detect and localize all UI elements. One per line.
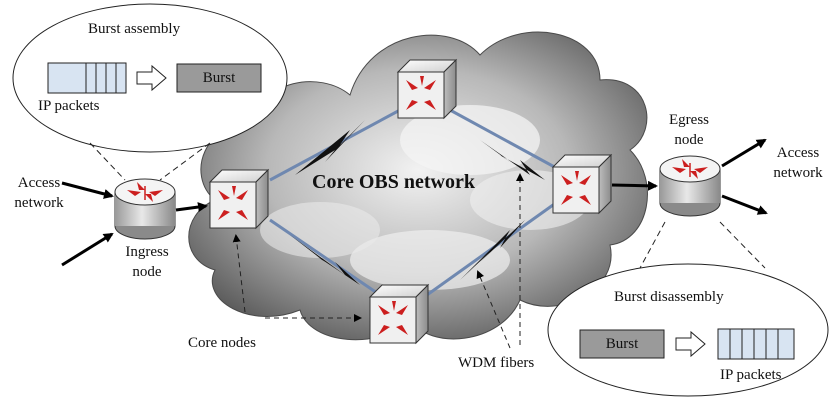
burst-box (176, 63, 262, 93)
core-node-left (208, 168, 270, 230)
fiber-link (449, 108, 561, 172)
fiber-link (269, 218, 381, 297)
core-nodes-label: Core nodes (188, 335, 256, 351)
burst-assembly-callout (12, 3, 288, 181)
callout-dashed-line (639, 221, 666, 269)
callout-dashed-line (89, 142, 126, 181)
core-cloud (188, 31, 648, 341)
burst-disassembly-title: Burst disassembly (614, 289, 724, 305)
ingress-label-line1: Ingress (125, 244, 169, 260)
packet-queue-icon (47, 62, 127, 94)
burst-disassembly-callout (547, 221, 829, 397)
arrow-in-top (61, 181, 114, 199)
arrow-out-top (721, 138, 767, 168)
burst-box-label: Burst (202, 70, 236, 86)
arrow-in-bottom (61, 232, 114, 267)
core-network-label: Core OBS network (312, 171, 475, 193)
callout-dashed-line (159, 142, 211, 181)
lightning-bolts (290, 120, 545, 285)
hollow-arrow-icon (136, 64, 167, 92)
ip-packets-label: IP packets (720, 367, 782, 383)
arrow-ingress-core (175, 202, 208, 213)
lightning-icon (460, 220, 525, 280)
egress-label-line1: Egress (669, 112, 709, 128)
ingress-router (114, 178, 176, 240)
traffic-arrows (61, 138, 768, 267)
core-nodes-pointer (232, 234, 246, 313)
access-network-left-line2: network (14, 195, 64, 211)
ingress-label-line2: node (132, 264, 162, 280)
access-network-left-line1: Access (17, 175, 61, 191)
wdm-fibers-label: WDM fibers (458, 355, 535, 371)
hollow-arrow-icon (675, 330, 706, 358)
access-network-right-line1: Access (776, 145, 820, 161)
lightning-icon (295, 120, 365, 175)
access-network-right-line2: network (773, 165, 823, 181)
arrow-core-egress (611, 180, 658, 191)
arrow-out-bottom (721, 194, 768, 215)
callout-dashed-line (719, 221, 766, 269)
burst-box-label: Burst (605, 336, 639, 352)
egress-router (659, 155, 721, 217)
burst-assembly-title: Burst assembly (88, 21, 181, 37)
core-node-bottom (368, 283, 430, 345)
core-node-right (551, 153, 613, 215)
egress-label-line2: node (674, 132, 704, 148)
lightning-icon (480, 140, 545, 180)
wdm-fibers-pointer (476, 270, 511, 349)
lightning-icon (290, 235, 360, 285)
ip-packets-label: IP packets (38, 98, 100, 114)
annotation-arrows (232, 173, 524, 349)
burst-box (579, 329, 665, 359)
packet-queue-icon (717, 328, 795, 360)
core-node-top (396, 58, 458, 120)
